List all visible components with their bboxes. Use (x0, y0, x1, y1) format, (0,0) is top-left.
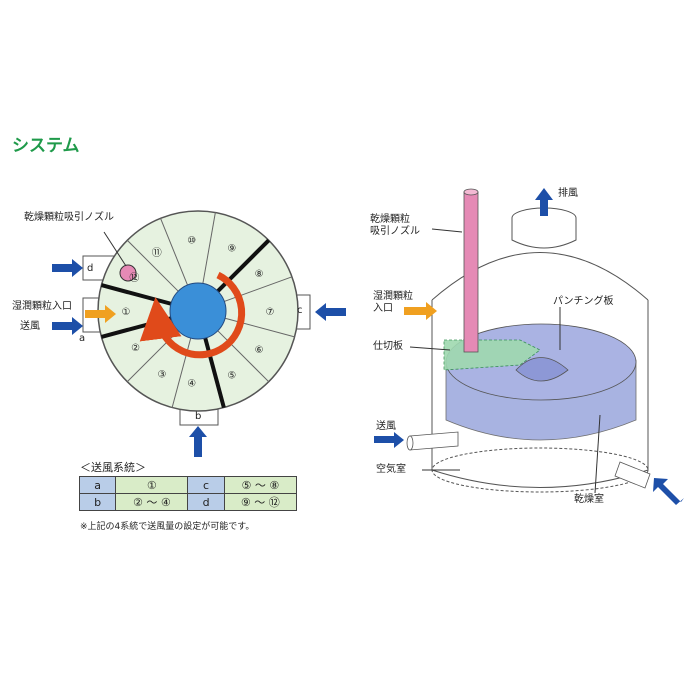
segment-number: ③ (158, 369, 167, 380)
segment-number: ① (122, 307, 131, 318)
blower-label: 送風 (20, 321, 40, 332)
port-a-label: a (79, 333, 86, 344)
blower-arrow-right-out (653, 478, 684, 505)
blue-arrow-c (315, 303, 346, 321)
legend-key: d (187, 493, 225, 511)
apparatus-3d (374, 188, 684, 505)
segment-divider (203, 337, 226, 409)
suction-nozzle-marker (119, 264, 137, 282)
blue-arrow-d (52, 259, 83, 277)
suction-nozzle-tube (463, 191, 479, 353)
segment-divider (126, 239, 179, 292)
segment-divider (217, 330, 270, 383)
segment-divider (202, 212, 216, 284)
blower-arrow-right-in (374, 432, 404, 448)
blue-arrow-a (52, 317, 83, 335)
nozzle-label-line2: 吸引ノズル (370, 226, 420, 237)
segment-number: ⑪ (152, 247, 162, 259)
inlet-label-line1: 湿潤顆粒 (373, 291, 413, 302)
legend-note: ※上記の4系統で送風量の設定が可能です。 (80, 522, 255, 532)
segment-number: ⑧ (255, 269, 264, 280)
segment-number: ⑥ (255, 345, 264, 356)
orange-arrow-inlet (85, 305, 116, 323)
blue-arrow-b (189, 426, 207, 457)
inlet-arrow-right (404, 302, 437, 320)
partition-label: 仕切板 (373, 341, 403, 352)
segment-number: ⑨ (227, 243, 236, 254)
table-row: a ① c ⑤ ～ ⑧ (78, 476, 298, 494)
legend-key: a (78, 476, 117, 494)
page-title: システム (12, 136, 80, 156)
nozzle-label-line1: 乾燥顆粒 (370, 214, 410, 225)
port-b-label: b (195, 411, 202, 422)
exhaust-arrow (535, 188, 553, 216)
table-row: b ② ～ ④ d ⑨ ～ ⑫ (78, 493, 298, 511)
segment-number: ⑦ (266, 307, 275, 318)
center-disc (169, 282, 227, 340)
drying-chamber-label: 乾燥室 (574, 494, 604, 505)
legend-value: ⑤ ～ ⑧ (223, 476, 298, 494)
blower-label-right: 送風 (376, 421, 396, 432)
port-c-label: c (297, 305, 303, 316)
segment-number: ⑤ (227, 371, 236, 382)
punching-plate-label: パンチング板 (553, 296, 614, 307)
nozzle-leader (103, 231, 127, 267)
segment-divider (224, 317, 295, 338)
nozzle-label: 乾燥顆粒吸引ノズル (24, 212, 114, 223)
segment-divider (160, 218, 188, 286)
exhaust-label: 排風 (558, 188, 578, 199)
air-chamber-label: 空気室 (376, 464, 406, 475)
legend-value: ② ～ ④ (115, 493, 189, 511)
segment-number: ⑫ (129, 272, 139, 284)
rotation-arrow (139, 271, 246, 359)
legend-value: ① (115, 476, 189, 494)
segment-number: ② (131, 343, 140, 354)
segment-number: ⑩ (187, 235, 196, 246)
legend-value: ⑨ ～ ⑫ (223, 493, 298, 511)
legend-key: c (187, 476, 225, 494)
port-d-label: d (87, 263, 94, 274)
inlet-label: 湿潤顆粒入口 (12, 301, 72, 312)
legend-table: a ① c ⑤ ～ ⑧ b ② ～ ④ d ⑨ ～ ⑫ (78, 476, 298, 511)
segment-number: ④ (187, 379, 196, 390)
legend-key: b (78, 493, 117, 511)
inlet-label-line2: 入口 (373, 303, 393, 314)
legend-title: ＜送風系統＞ (80, 461, 146, 474)
